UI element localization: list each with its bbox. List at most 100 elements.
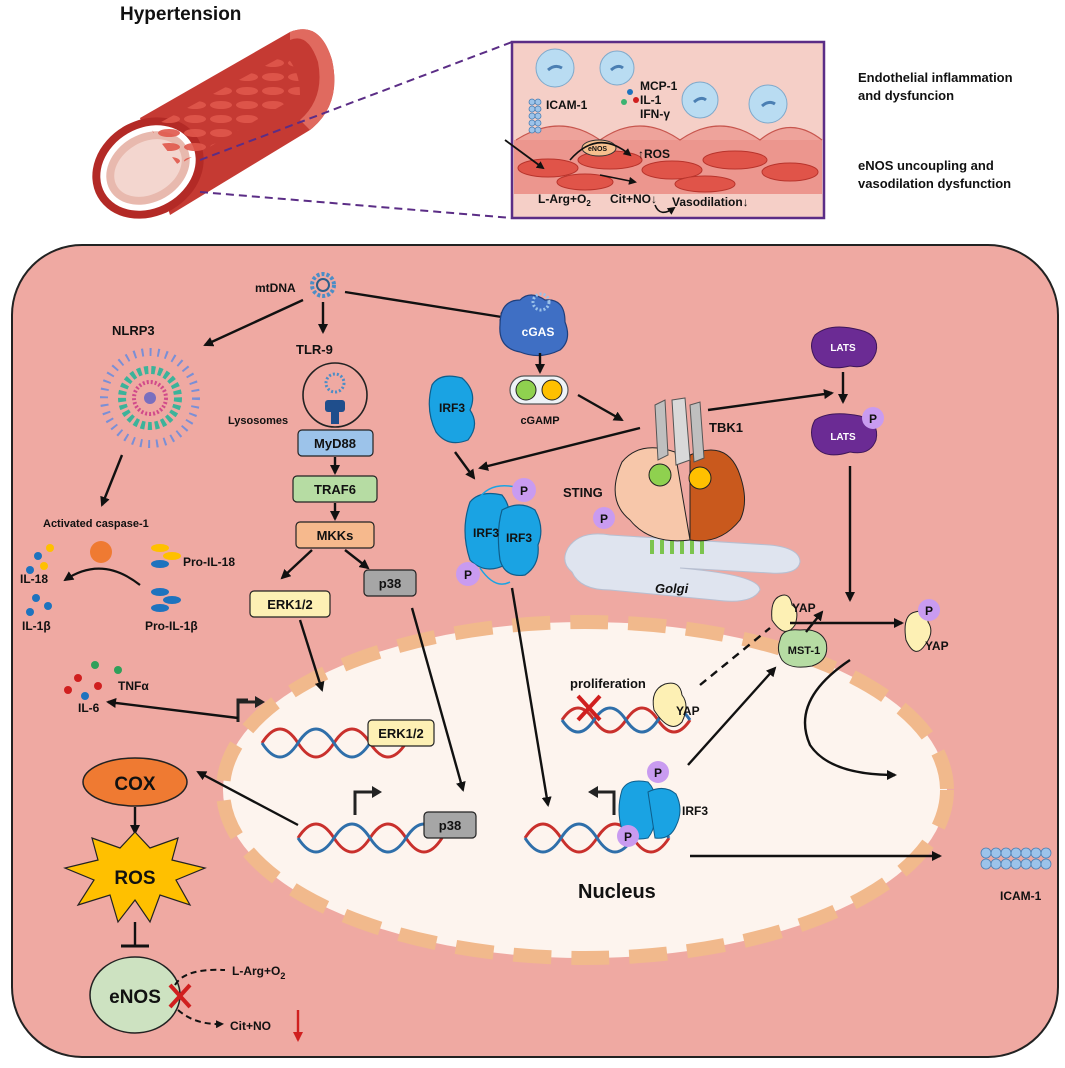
tbk1-label: TBK1 <box>709 420 743 435</box>
inset-vaso-label: Vasodilation↓ <box>672 195 749 209</box>
lysosome-circle <box>302 362 368 428</box>
svg-text:IRF3: IRF3 <box>506 531 532 545</box>
il18-dots <box>26 544 54 574</box>
yap-cyto-label: YAP <box>792 601 816 615</box>
irf3-dimer: IRF3 IRF3 <box>464 485 542 585</box>
arrow-cgamp-sting <box>577 393 624 422</box>
tlr9-label: TLR-9 <box>296 342 333 357</box>
traf6-box: TRAF6 <box>292 475 378 503</box>
il1b-dots <box>26 594 52 616</box>
promoter-erk <box>236 700 255 722</box>
irf3-phospho-bottom: P <box>456 562 480 586</box>
proliferation-label: proliferation <box>570 676 646 691</box>
erk-box: ERK1/2 <box>249 590 331 618</box>
enos-cit-label: Cit+NO <box>230 1019 271 1033</box>
inset-mcp-label: MCP-1 <box>640 79 678 93</box>
zoom-line-bottom <box>199 191 513 219</box>
cytokine-dots-inset <box>621 89 639 105</box>
note-endothelial-line1: Endothelial inflammation <box>858 70 1013 85</box>
promoter-p38 <box>353 790 372 815</box>
erk-nuclear-box: ERK1/2 <box>367 719 435 747</box>
svg-text:P: P <box>464 568 472 582</box>
inset-ros-label: ↑ROS <box>638 147 670 161</box>
blood-vessel-illustration <box>92 29 335 219</box>
sting-complex <box>614 397 745 542</box>
arrow-tbk1-lats <box>707 389 834 412</box>
mst1-node: MST-1 <box>777 629 828 668</box>
mtdna-label: mtDNA <box>255 281 296 295</box>
svg-text:P: P <box>624 830 632 844</box>
svg-text:P: P <box>654 766 662 780</box>
yap-nuclear <box>652 682 687 727</box>
pro-il18-label: Pro-IL-18 <box>183 555 235 569</box>
svg-text:IRF3: IRF3 <box>439 401 465 415</box>
sting-phospho: P <box>593 507 615 529</box>
nlrp3-inflammasome-icon <box>100 348 200 448</box>
title-hypertension: Hypertension <box>120 4 241 25</box>
arrow-dna-cytokines <box>106 698 239 720</box>
zoom-line-top <box>199 41 513 161</box>
arrow-irf3-nucleus <box>510 587 552 807</box>
arrow-pro-to-mature <box>63 567 141 586</box>
il6-label: IL-6 <box>78 701 100 715</box>
il18-label: IL-18 <box>20 572 48 586</box>
svg-text:eNOS: eNOS <box>109 987 161 1008</box>
enos-block-x <box>168 983 192 1009</box>
enos-larg-label: L-Arg+O2 <box>232 964 285 981</box>
p38-box: p38 <box>363 569 417 597</box>
golgi-icon <box>564 533 801 602</box>
arrow-mtdna-cgas <box>344 290 510 322</box>
svg-text:MST-1: MST-1 <box>788 645 820 657</box>
irf3-monomer: IRF3 <box>428 375 476 444</box>
arrow-tbk1-irf3 <box>478 426 641 471</box>
inset-il1-label: IL-1 <box>640 93 662 107</box>
arrow-mkks-erk <box>280 549 313 580</box>
svg-text:COX: COX <box>114 774 156 795</box>
cgas-icon <box>499 292 569 357</box>
cgamp-icon <box>509 375 569 405</box>
cgamp-label: cGAMP <box>520 415 559 427</box>
arrow-mtdna-nlrp3 <box>203 298 304 347</box>
dashed-yap-import <box>699 627 771 686</box>
note-endothelial-line2: and dysfuncion <box>858 88 954 103</box>
arrow-erk-dna <box>298 619 325 692</box>
promoter-irf3 <box>598 790 616 815</box>
svg-text:LATS: LATS <box>830 432 856 443</box>
inset-cit-label: Cit+NO↓ <box>610 192 657 206</box>
myd88-box: MyD88 <box>297 429 374 457</box>
svg-text:P: P <box>520 484 528 498</box>
mtdna-icon <box>310 272 336 298</box>
endothelium-inset: ICAM-1 MCP-1 IL-1 IFN-γ eNOS ↑ROS L-Arg+… <box>504 40 826 220</box>
icam-membrane-icon <box>980 847 1052 870</box>
yap-nuclear-label: YAP <box>676 704 700 718</box>
note-enos-line1: eNOS uncoupling and <box>858 158 994 173</box>
svg-text:MKKs: MKKs <box>317 528 354 543</box>
icam-stack-inset <box>528 98 542 134</box>
inset-ifn-label: IFN-γ <box>640 107 670 121</box>
arrow-mst1-yap <box>805 610 824 633</box>
sting-label: STING <box>563 485 603 500</box>
promoter-erk-head <box>255 696 265 708</box>
nucleus <box>223 622 947 958</box>
pro-il18-icon <box>151 544 181 568</box>
lysosomes-label: Lysosomes <box>228 415 288 427</box>
svg-text:TRAF6: TRAF6 <box>314 482 356 497</box>
irf3-nuclear-label: IRF3 <box>682 804 708 818</box>
nuclear-envelope <box>216 615 954 965</box>
svg-text:LATS: LATS <box>830 343 856 354</box>
caspase-label: Activated caspase-1 <box>43 518 149 530</box>
dashed-cit <box>177 1009 224 1029</box>
dna-p38 <box>296 822 444 854</box>
tnfa-il6-dots <box>64 661 122 700</box>
svg-text:p38: p38 <box>379 576 401 591</box>
pro-il1b-icon <box>151 588 181 612</box>
dashed-larg <box>174 968 226 986</box>
cox-node: COX <box>82 757 188 807</box>
svg-text:p38: p38 <box>439 818 461 833</box>
svg-text:IRF3: IRF3 <box>473 526 499 540</box>
icam-label: ICAM-1 <box>1000 889 1042 903</box>
arrow-irf3-dimer <box>454 451 476 480</box>
arrow-mkks-p38 <box>344 549 370 570</box>
